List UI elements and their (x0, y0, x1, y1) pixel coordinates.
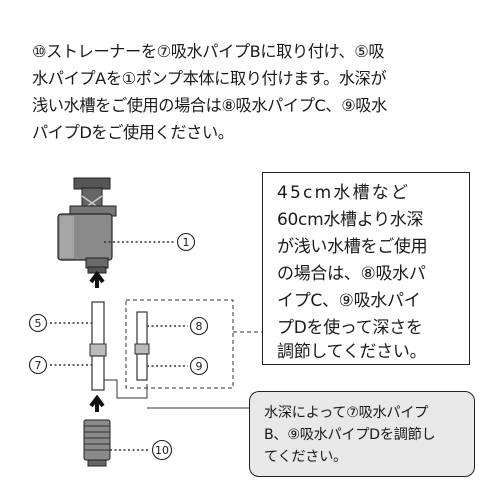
pipe-joint (134, 343, 150, 355)
note-line: イプC、⑨吸水パイ (277, 291, 421, 311)
pipe-c (136, 311, 148, 349)
instruction-line: 浅い水槽をご使用の場合は⑧吸水パイプC、⑨吸水 (32, 96, 387, 115)
pipe-a (91, 301, 105, 351)
callout-1 (176, 232, 196, 252)
note-line: プDを使って深さを (277, 318, 423, 338)
note-line: 45cm水槽など (277, 183, 411, 203)
callout-5 (28, 313, 48, 333)
note-line: 調節してください。 (277, 342, 427, 362)
callout-1-label: 1 (183, 236, 190, 249)
note-line: 水深によって⑦吸水パイプ (264, 405, 429, 421)
callout-10 (151, 439, 173, 461)
callout-7-label: 7 (35, 359, 42, 372)
arrow-up-icon (89, 394, 105, 412)
callout-8-label: 8 (196, 320, 203, 333)
note-line: 60cm水槽より水深 (277, 210, 424, 230)
note-line: が浅い水槽をご使用 (277, 237, 428, 257)
note-line: の場合は、⑧吸水パ (277, 264, 426, 284)
callout-10-label: 10 (155, 444, 169, 457)
depth-adjust-note: 水深によって⑦吸水パイプ B、⑨吸水パイプDを調節し てください。 (249, 391, 475, 477)
pump-body (57, 177, 117, 274)
pipe-joint (89, 343, 107, 357)
callout-7 (28, 355, 48, 375)
instruction-line: ⑩ストレーナーを⑦吸水パイプBに取り付け、⑤吸 (32, 42, 385, 61)
strainer (83, 419, 111, 467)
pipe-d (136, 353, 148, 381)
instruction-line: 水パイプAを①ポンプ本体に取り付けます。水深が (32, 69, 387, 88)
pipe-b (91, 355, 105, 391)
callout-8 (189, 316, 209, 336)
callout-9-label: 9 (196, 360, 203, 373)
instruction-text: ⑩ストレーナーを⑦吸水パイプBに取り付け、⑤吸 水パイプAを①ポンプ本体に取り付… (32, 38, 480, 146)
note-line: B、⑨吸水パイプDを調節し (264, 427, 436, 443)
callout-9 (189, 356, 209, 376)
note-line: てください。 (264, 449, 347, 465)
arrow-up-icon (89, 270, 105, 288)
instruction-line: パイプDをご使用ください。 (32, 123, 234, 142)
callout-5-label: 5 (35, 317, 42, 330)
dashed-group-box (125, 299, 234, 389)
shallow-tank-note: 45cm水槽など 60cm水槽より水深 が浅い水槽をご使用 の場合は、⑧吸水パ … (262, 172, 470, 365)
